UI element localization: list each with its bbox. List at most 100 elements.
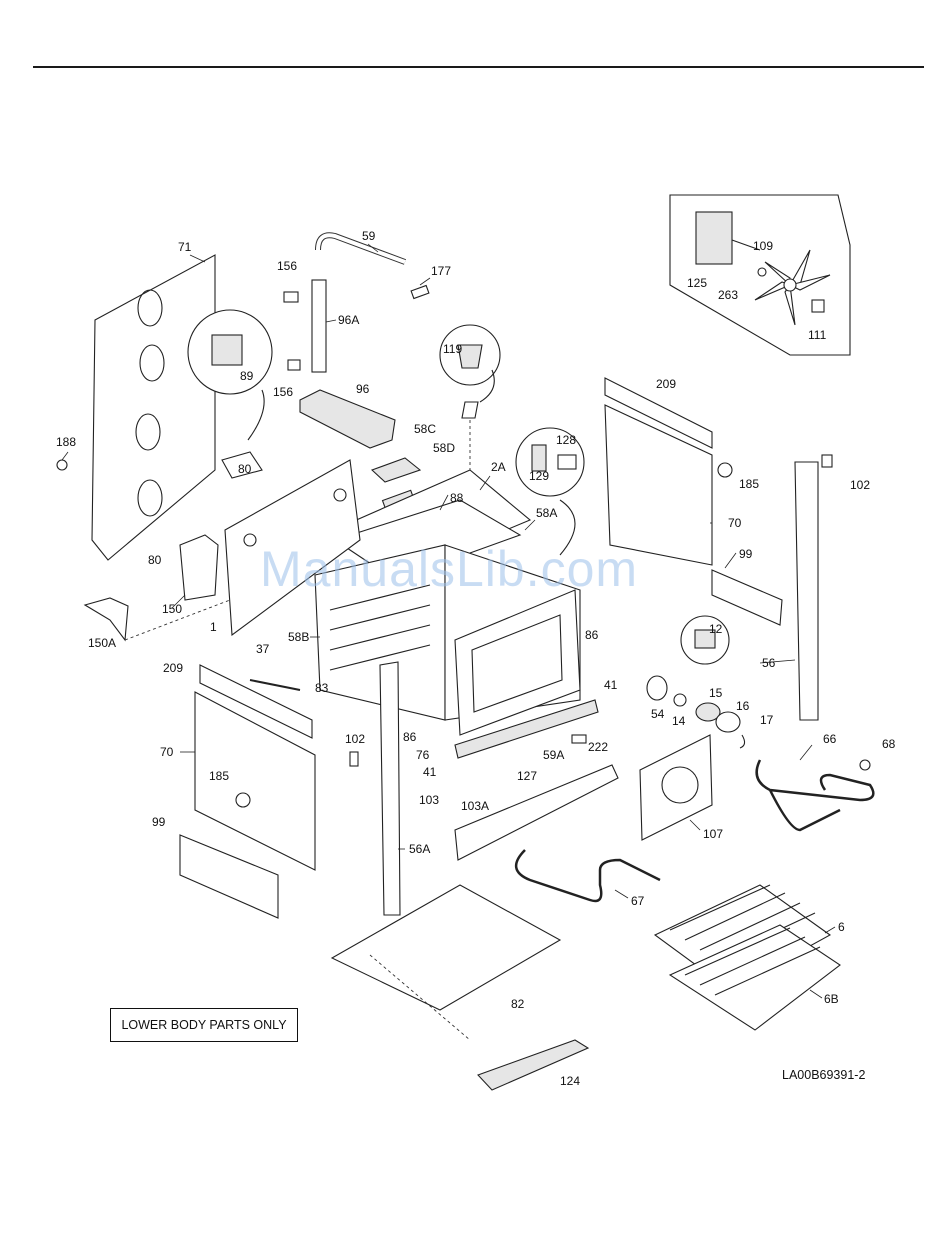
fan-motor-125 bbox=[696, 212, 732, 264]
front-trim-56A bbox=[380, 662, 400, 915]
label-59: 59 bbox=[362, 229, 376, 243]
grommet-185a bbox=[236, 793, 250, 807]
label-58B: 58B bbox=[288, 630, 309, 644]
label-66: 66 bbox=[823, 732, 837, 746]
label-12: 12 bbox=[709, 622, 723, 636]
clip-68 bbox=[860, 760, 870, 770]
vent-tube-96A bbox=[312, 280, 326, 372]
label-96: 96 bbox=[356, 382, 370, 396]
clip-17 bbox=[740, 735, 745, 748]
label-83: 83 bbox=[315, 681, 329, 695]
fan-nut-111 bbox=[812, 300, 824, 312]
diagram-code: LA00B69391-2 bbox=[782, 1068, 865, 1082]
label-185b: 185 bbox=[739, 477, 759, 491]
label-86b: 86 bbox=[403, 730, 417, 744]
label-71: 71 bbox=[178, 240, 192, 254]
label-89: 89 bbox=[240, 369, 254, 383]
label-58C: 58C bbox=[414, 422, 436, 436]
label-6B: 6B bbox=[824, 992, 839, 1006]
watermark: ManualsLib.com bbox=[260, 540, 638, 598]
label-17: 17 bbox=[760, 713, 774, 727]
label-119: 119 bbox=[443, 342, 462, 356]
label-150A: 150A bbox=[88, 636, 116, 650]
label-124: 124 bbox=[560, 1074, 580, 1088]
bracket-150A bbox=[85, 598, 128, 640]
washer-263 bbox=[758, 268, 766, 276]
label-107: 107 bbox=[703, 827, 723, 841]
bracket-99b bbox=[712, 570, 782, 625]
transformer-150 bbox=[180, 535, 218, 600]
label-58A: 58A bbox=[536, 506, 557, 520]
label-222: 222 bbox=[588, 740, 608, 754]
label-15: 15 bbox=[709, 686, 723, 700]
label-102b: 102 bbox=[850, 478, 870, 492]
label-86a: 86 bbox=[585, 628, 599, 642]
label-127: 127 bbox=[517, 769, 537, 783]
lower-body-note: LOWER BODY PARTS ONLY bbox=[110, 1008, 298, 1042]
label-128: 128 bbox=[556, 433, 576, 447]
label-14: 14 bbox=[672, 714, 686, 728]
clip-156a bbox=[284, 292, 298, 302]
label-109: 109 bbox=[753, 239, 773, 253]
label-82: 82 bbox=[511, 997, 525, 1011]
clip-177 bbox=[411, 286, 429, 299]
label-70b: 70 bbox=[728, 516, 742, 530]
label-156b: 156 bbox=[273, 385, 293, 399]
clip-156b bbox=[288, 360, 300, 370]
label-54: 54 bbox=[651, 707, 665, 721]
cover-16 bbox=[716, 712, 740, 732]
label-111: 111 bbox=[808, 328, 827, 342]
label-129: 129 bbox=[529, 469, 549, 483]
side-trim-56 bbox=[795, 462, 818, 720]
label-96A: 96A bbox=[338, 313, 359, 327]
duct-96 bbox=[300, 390, 395, 448]
label-209b: 209 bbox=[656, 377, 676, 391]
fan-cover-107 bbox=[640, 735, 712, 840]
label-209a: 209 bbox=[163, 661, 183, 675]
label-37: 37 bbox=[256, 642, 270, 656]
label-16: 16 bbox=[736, 699, 750, 713]
label-41b: 41 bbox=[604, 678, 618, 692]
label-125: 125 bbox=[687, 276, 707, 290]
clip-222 bbox=[572, 735, 586, 743]
bulb-14 bbox=[674, 694, 686, 706]
grommet-185b bbox=[718, 463, 732, 477]
clip-102a bbox=[350, 752, 358, 766]
insulation-58C bbox=[372, 458, 420, 482]
label-99a: 99 bbox=[152, 815, 166, 829]
label-188: 188 bbox=[56, 435, 76, 449]
label-67: 67 bbox=[631, 894, 645, 908]
label-56A: 56A bbox=[409, 842, 430, 856]
label-88: 88 bbox=[450, 491, 464, 505]
oven-bottom-82 bbox=[332, 885, 560, 1010]
label-156a: 156 bbox=[277, 259, 297, 273]
bracket-99a bbox=[180, 835, 278, 918]
label-2A: 2A bbox=[491, 460, 506, 474]
label-80b: 80 bbox=[148, 553, 162, 567]
label-263: 263 bbox=[718, 288, 738, 302]
grommet-188 bbox=[57, 460, 67, 470]
label-185a: 185 bbox=[209, 769, 229, 783]
label-6: 6 bbox=[838, 920, 845, 934]
label-41a: 41 bbox=[423, 765, 437, 779]
label-99b: 99 bbox=[739, 547, 753, 561]
label-103: 103 bbox=[419, 793, 439, 807]
label-58D: 58D bbox=[433, 441, 455, 455]
thermostat-119 bbox=[462, 402, 478, 418]
label-103A: 103A bbox=[461, 799, 489, 813]
clip-102b bbox=[822, 455, 832, 467]
label-68: 68 bbox=[882, 737, 896, 751]
lens-54 bbox=[647, 676, 667, 700]
label-102a: 102 bbox=[345, 732, 365, 746]
label-177: 177 bbox=[431, 264, 451, 278]
label-1: 1 bbox=[210, 620, 217, 634]
label-150: 150 bbox=[162, 602, 182, 616]
back-panel-71 bbox=[92, 255, 215, 560]
label-70a: 70 bbox=[160, 745, 174, 759]
label-59A: 59A bbox=[543, 748, 564, 762]
label-80a: 80 bbox=[238, 462, 252, 476]
wire-37 bbox=[250, 680, 300, 690]
label-76: 76 bbox=[416, 748, 430, 762]
broil-element-66 bbox=[757, 760, 874, 830]
